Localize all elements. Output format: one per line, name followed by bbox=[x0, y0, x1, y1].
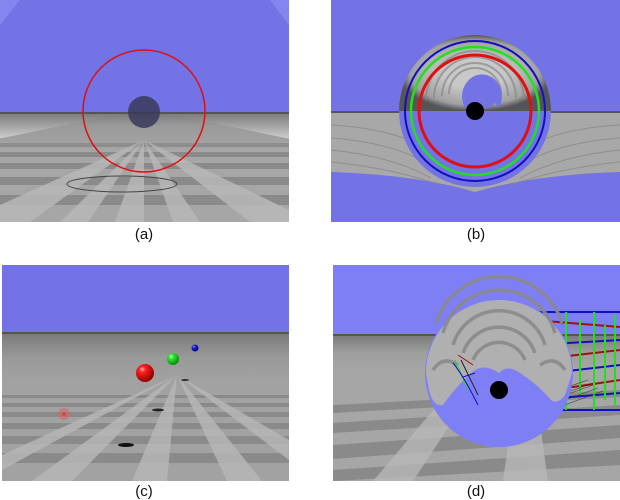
red-sphere bbox=[136, 364, 154, 382]
scene-b-render bbox=[331, 0, 620, 222]
red-shadow bbox=[118, 443, 134, 447]
scene-a-render bbox=[0, 0, 289, 222]
caption-a: (a) bbox=[134, 226, 154, 243]
scene-c-render bbox=[2, 265, 289, 481]
sky bbox=[2, 265, 289, 333]
mirror-sphere-top bbox=[399, 35, 551, 111]
dark-sphere bbox=[128, 96, 160, 128]
sky bbox=[0, 0, 289, 112]
shadow-ellipse bbox=[66, 175, 178, 193]
panel-c bbox=[2, 265, 289, 481]
panel-b bbox=[331, 0, 620, 222]
green-sphere bbox=[167, 353, 179, 365]
blue-ring bbox=[404, 40, 546, 182]
blue-sphere bbox=[191, 344, 199, 352]
black-center-dot bbox=[490, 381, 508, 399]
black-center-dot bbox=[466, 102, 484, 120]
green-ring bbox=[409, 45, 541, 177]
red-ring bbox=[82, 49, 206, 173]
reflected-wireframe bbox=[452, 354, 479, 406]
checker-floor bbox=[0, 112, 289, 222]
blue-shadow bbox=[181, 379, 189, 381]
caption-d: (d) bbox=[466, 483, 486, 500]
panel-a bbox=[0, 0, 289, 222]
green-shadow bbox=[152, 408, 164, 412]
red-ring bbox=[417, 53, 533, 169]
scene-d-render bbox=[333, 265, 620, 481]
mirror-sphere-bottom bbox=[399, 111, 551, 187]
caption-c: (c) bbox=[135, 483, 153, 500]
panel-d bbox=[333, 265, 620, 481]
caption-b: (b) bbox=[466, 226, 486, 243]
